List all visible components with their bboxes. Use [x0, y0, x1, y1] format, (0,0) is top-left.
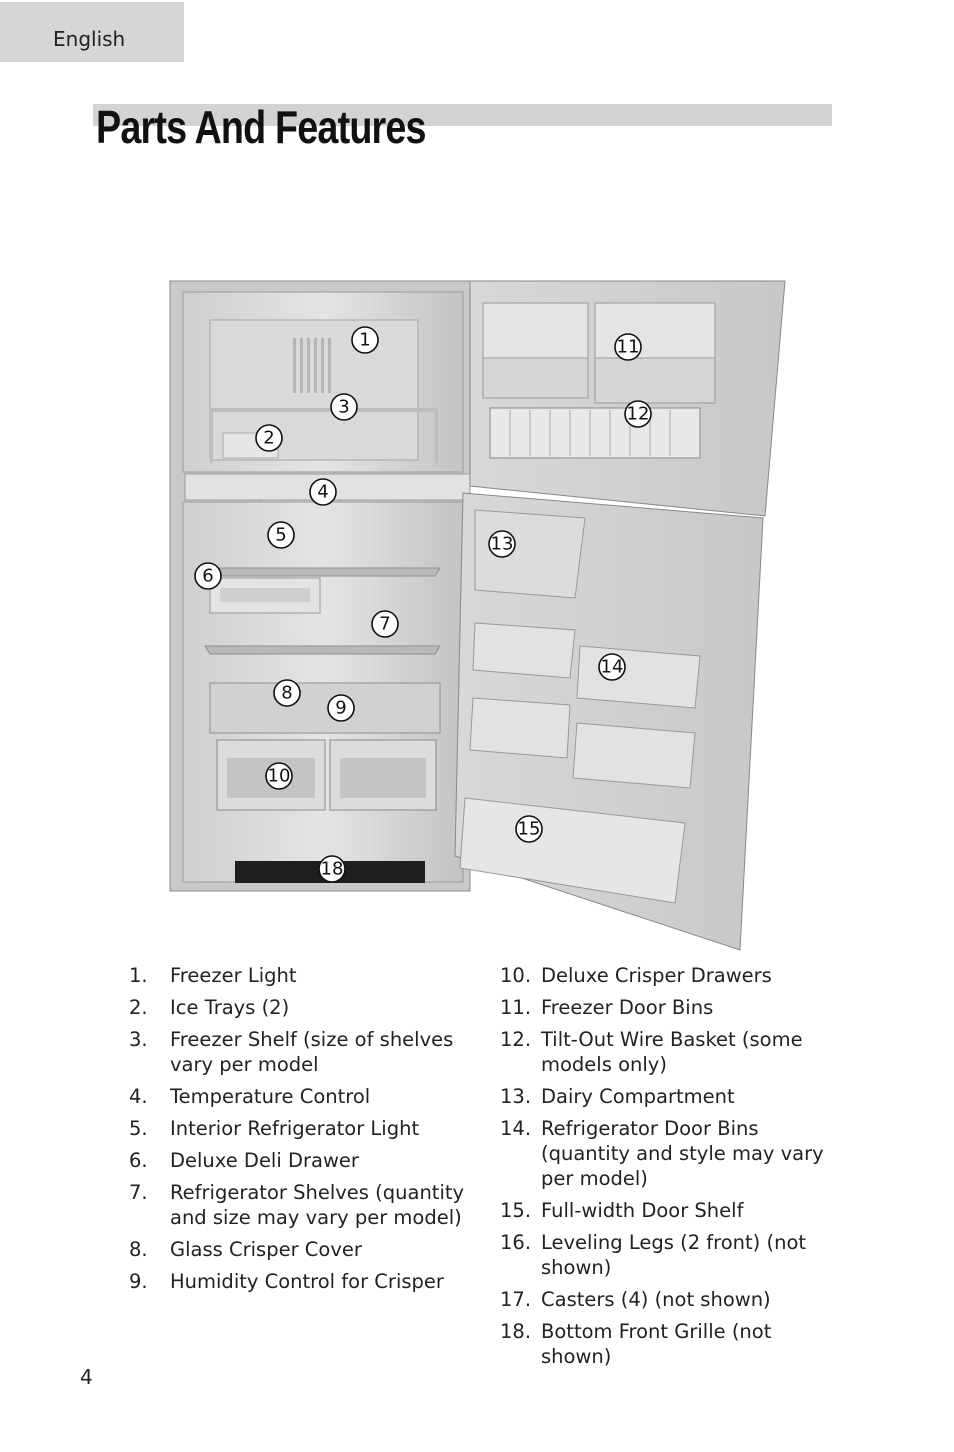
callout-13: 13 — [488, 530, 516, 558]
refrigerator-door — [454, 492, 764, 951]
list-item: 14. Refrigerator Door Bins (quantity and … — [500, 1116, 840, 1191]
item-number: 18. — [500, 1320, 532, 1343]
list-item: 3. Freezer Shelf (size of shelves vary pe… — [129, 1027, 469, 1077]
callout-6: 6 — [194, 562, 222, 590]
callout-label: 4 — [317, 482, 328, 503]
list-item: 5. Interior Refrigerator Light — [129, 1116, 469, 1141]
item-text: Humidity Control for Crisper — [170, 1270, 444, 1293]
item-number: 1. — [129, 964, 148, 987]
language-label: English — [53, 27, 126, 51]
callout-3: 3 — [330, 393, 358, 421]
callout-8: 8 — [273, 679, 301, 707]
callout-label: 14 — [601, 657, 624, 678]
item-text: Leveling Legs (2 front) (not shown) — [541, 1231, 807, 1279]
callout-4: 4 — [309, 478, 337, 506]
language-tab: English — [0, 2, 184, 62]
item-text: Bottom Front Grille (not shown) — [541, 1320, 772, 1368]
parts-list-left: 1. Freezer Light 2. Ice Trays (2) 3. Freeze… — [129, 963, 469, 1301]
item-number: 17. — [500, 1288, 532, 1311]
cabinet-body — [169, 280, 471, 892]
callout-11: 11 — [614, 333, 642, 361]
callout-18: 18 — [318, 855, 346, 883]
item-number: 13. — [500, 1085, 532, 1108]
callout-5: 5 — [267, 521, 295, 549]
callout-1: 1 — [351, 326, 379, 354]
page-title: Parts And Features — [96, 101, 427, 153]
item-number: 9. — [129, 1270, 148, 1293]
callout-label: 6 — [202, 566, 213, 587]
callout-label: 3 — [338, 397, 349, 418]
callout-label: 10 — [268, 766, 291, 787]
list-item: 17. Casters (4) (not shown) — [500, 1287, 840, 1312]
item-number: 6. — [129, 1149, 148, 1172]
title-underline-bar — [93, 104, 832, 126]
item-number: 15. — [500, 1199, 532, 1222]
item-text: Glass Crisper Cover — [170, 1238, 362, 1261]
item-text: Full-width Door Shelf — [541, 1199, 744, 1222]
callout-14: 14 — [598, 653, 626, 681]
list-item: 13. Dairy Compartment — [500, 1084, 840, 1109]
list-item: 2. Ice Trays (2) — [129, 995, 469, 1020]
item-number: 16. — [500, 1231, 532, 1254]
callout-7: 7 — [371, 610, 399, 638]
item-number: 10. — [500, 964, 532, 987]
callout-12: 12 — [624, 400, 652, 428]
item-number: 2. — [129, 996, 148, 1019]
list-item: 8. Glass Crisper Cover — [129, 1237, 469, 1262]
callout-2: 2 — [255, 424, 283, 452]
item-number: 4. — [129, 1085, 148, 1108]
callout-9: 9 — [327, 694, 355, 722]
parts-list-right: 10. Deluxe Crisper Drawers 11. Freezer Doo… — [500, 963, 840, 1376]
item-text: Interior Refrigerator Light — [170, 1117, 420, 1140]
item-number: 14. — [500, 1117, 532, 1140]
item-text: Ice Trays (2) — [170, 996, 290, 1019]
item-text: Freezer Door Bins — [541, 996, 714, 1019]
list-item: 16. Leveling Legs (2 front) (not shown) — [500, 1230, 840, 1280]
item-number: 12. — [500, 1028, 532, 1051]
item-text: Refrigerator Door Bins (quantity and sty… — [541, 1117, 824, 1190]
item-text: Freezer Shelf (size of shelves vary per … — [170, 1028, 454, 1076]
callout-label: 15 — [518, 819, 541, 840]
list-item: 11. Freezer Door Bins — [500, 995, 840, 1020]
item-number: 8. — [129, 1238, 148, 1261]
callout-10: 10 — [265, 762, 293, 790]
callout-label: 2 — [263, 428, 274, 449]
list-item: 10. Deluxe Crisper Drawers — [500, 963, 840, 988]
callout-label: 5 — [275, 525, 286, 546]
item-text: Casters (4) (not shown) — [541, 1288, 771, 1311]
list-item: 12. Tilt-Out Wire Basket (some models onl… — [500, 1027, 840, 1077]
freezer-door — [469, 280, 786, 517]
callout-label: 13 — [491, 534, 514, 555]
list-item: 6. Deluxe Deli Drawer — [129, 1148, 469, 1173]
item-text: Deluxe Crisper Drawers — [541, 964, 772, 987]
list-item: 4. Temperature Control — [129, 1084, 469, 1109]
item-number: 11. — [500, 996, 532, 1019]
item-number: 5. — [129, 1117, 148, 1140]
callout-label: 7 — [379, 614, 390, 635]
callout-label: 8 — [281, 683, 292, 704]
page-number: 4 — [80, 1365, 93, 1389]
item-text: Freezer Light — [170, 964, 297, 987]
list-item: 15. Full-width Door Shelf — [500, 1198, 840, 1223]
item-text: Tilt-Out Wire Basket (some models only) — [541, 1028, 803, 1076]
item-number: 7. — [129, 1181, 148, 1204]
list-item: 1. Freezer Light — [129, 963, 469, 988]
list-item: 9. Humidity Control for Crisper — [129, 1269, 469, 1294]
callout-label: 1 — [359, 330, 370, 351]
item-text: Temperature Control — [170, 1085, 371, 1108]
item-number: 3. — [129, 1028, 148, 1051]
callout-label: 11 — [617, 337, 640, 358]
list-item: 18. Bottom Front Grille (not shown) — [500, 1319, 840, 1369]
callout-label: 12 — [627, 404, 650, 425]
callout-label: 9 — [335, 698, 346, 719]
item-text: Dairy Compartment — [541, 1085, 735, 1108]
item-text: Refrigerator Shelves (quantity and size … — [170, 1181, 465, 1229]
callout-15: 15 — [515, 815, 543, 843]
callout-label: 18 — [321, 859, 344, 880]
list-item: 7. Refrigerator Shelves (quantity and siz… — [129, 1180, 469, 1230]
refrigerator-photo: 1 2 3 4 5 6 7 8 9 10 11 12 13 14 15 18 — [165, 278, 795, 953]
item-text: Deluxe Deli Drawer — [170, 1149, 359, 1172]
